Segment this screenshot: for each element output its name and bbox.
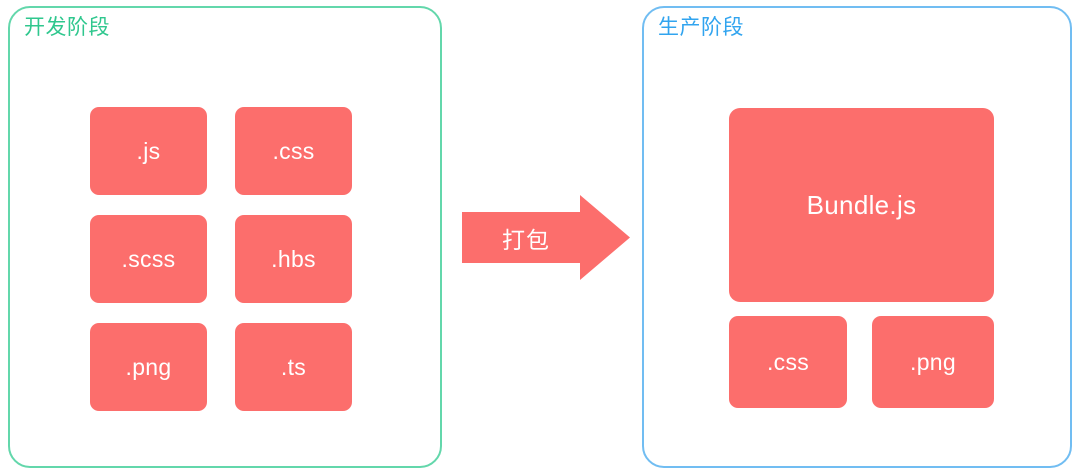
file-chip-scss[interactable]: .scss	[90, 215, 207, 303]
file-chip-js[interactable]: .js	[90, 107, 207, 195]
arrow-right-icon	[462, 195, 630, 280]
production-stage-label: 生产阶段	[658, 16, 744, 39]
bundle-output-box[interactable]: Bundle.js	[729, 108, 994, 302]
output-chip-css[interactable]: .css	[729, 316, 847, 408]
development-stage-label: 开发阶段	[24, 16, 110, 39]
file-chip-ts[interactable]: .ts	[235, 323, 352, 411]
file-chip-png[interactable]: .png	[90, 323, 207, 411]
development-stage-container: 开发阶段	[8, 6, 442, 468]
file-chip-css[interactable]: .css	[235, 107, 352, 195]
file-chip-hbs[interactable]: .hbs	[235, 215, 352, 303]
output-chip-png[interactable]: .png	[872, 316, 994, 408]
bundle-arrow: 打包	[462, 195, 630, 280]
